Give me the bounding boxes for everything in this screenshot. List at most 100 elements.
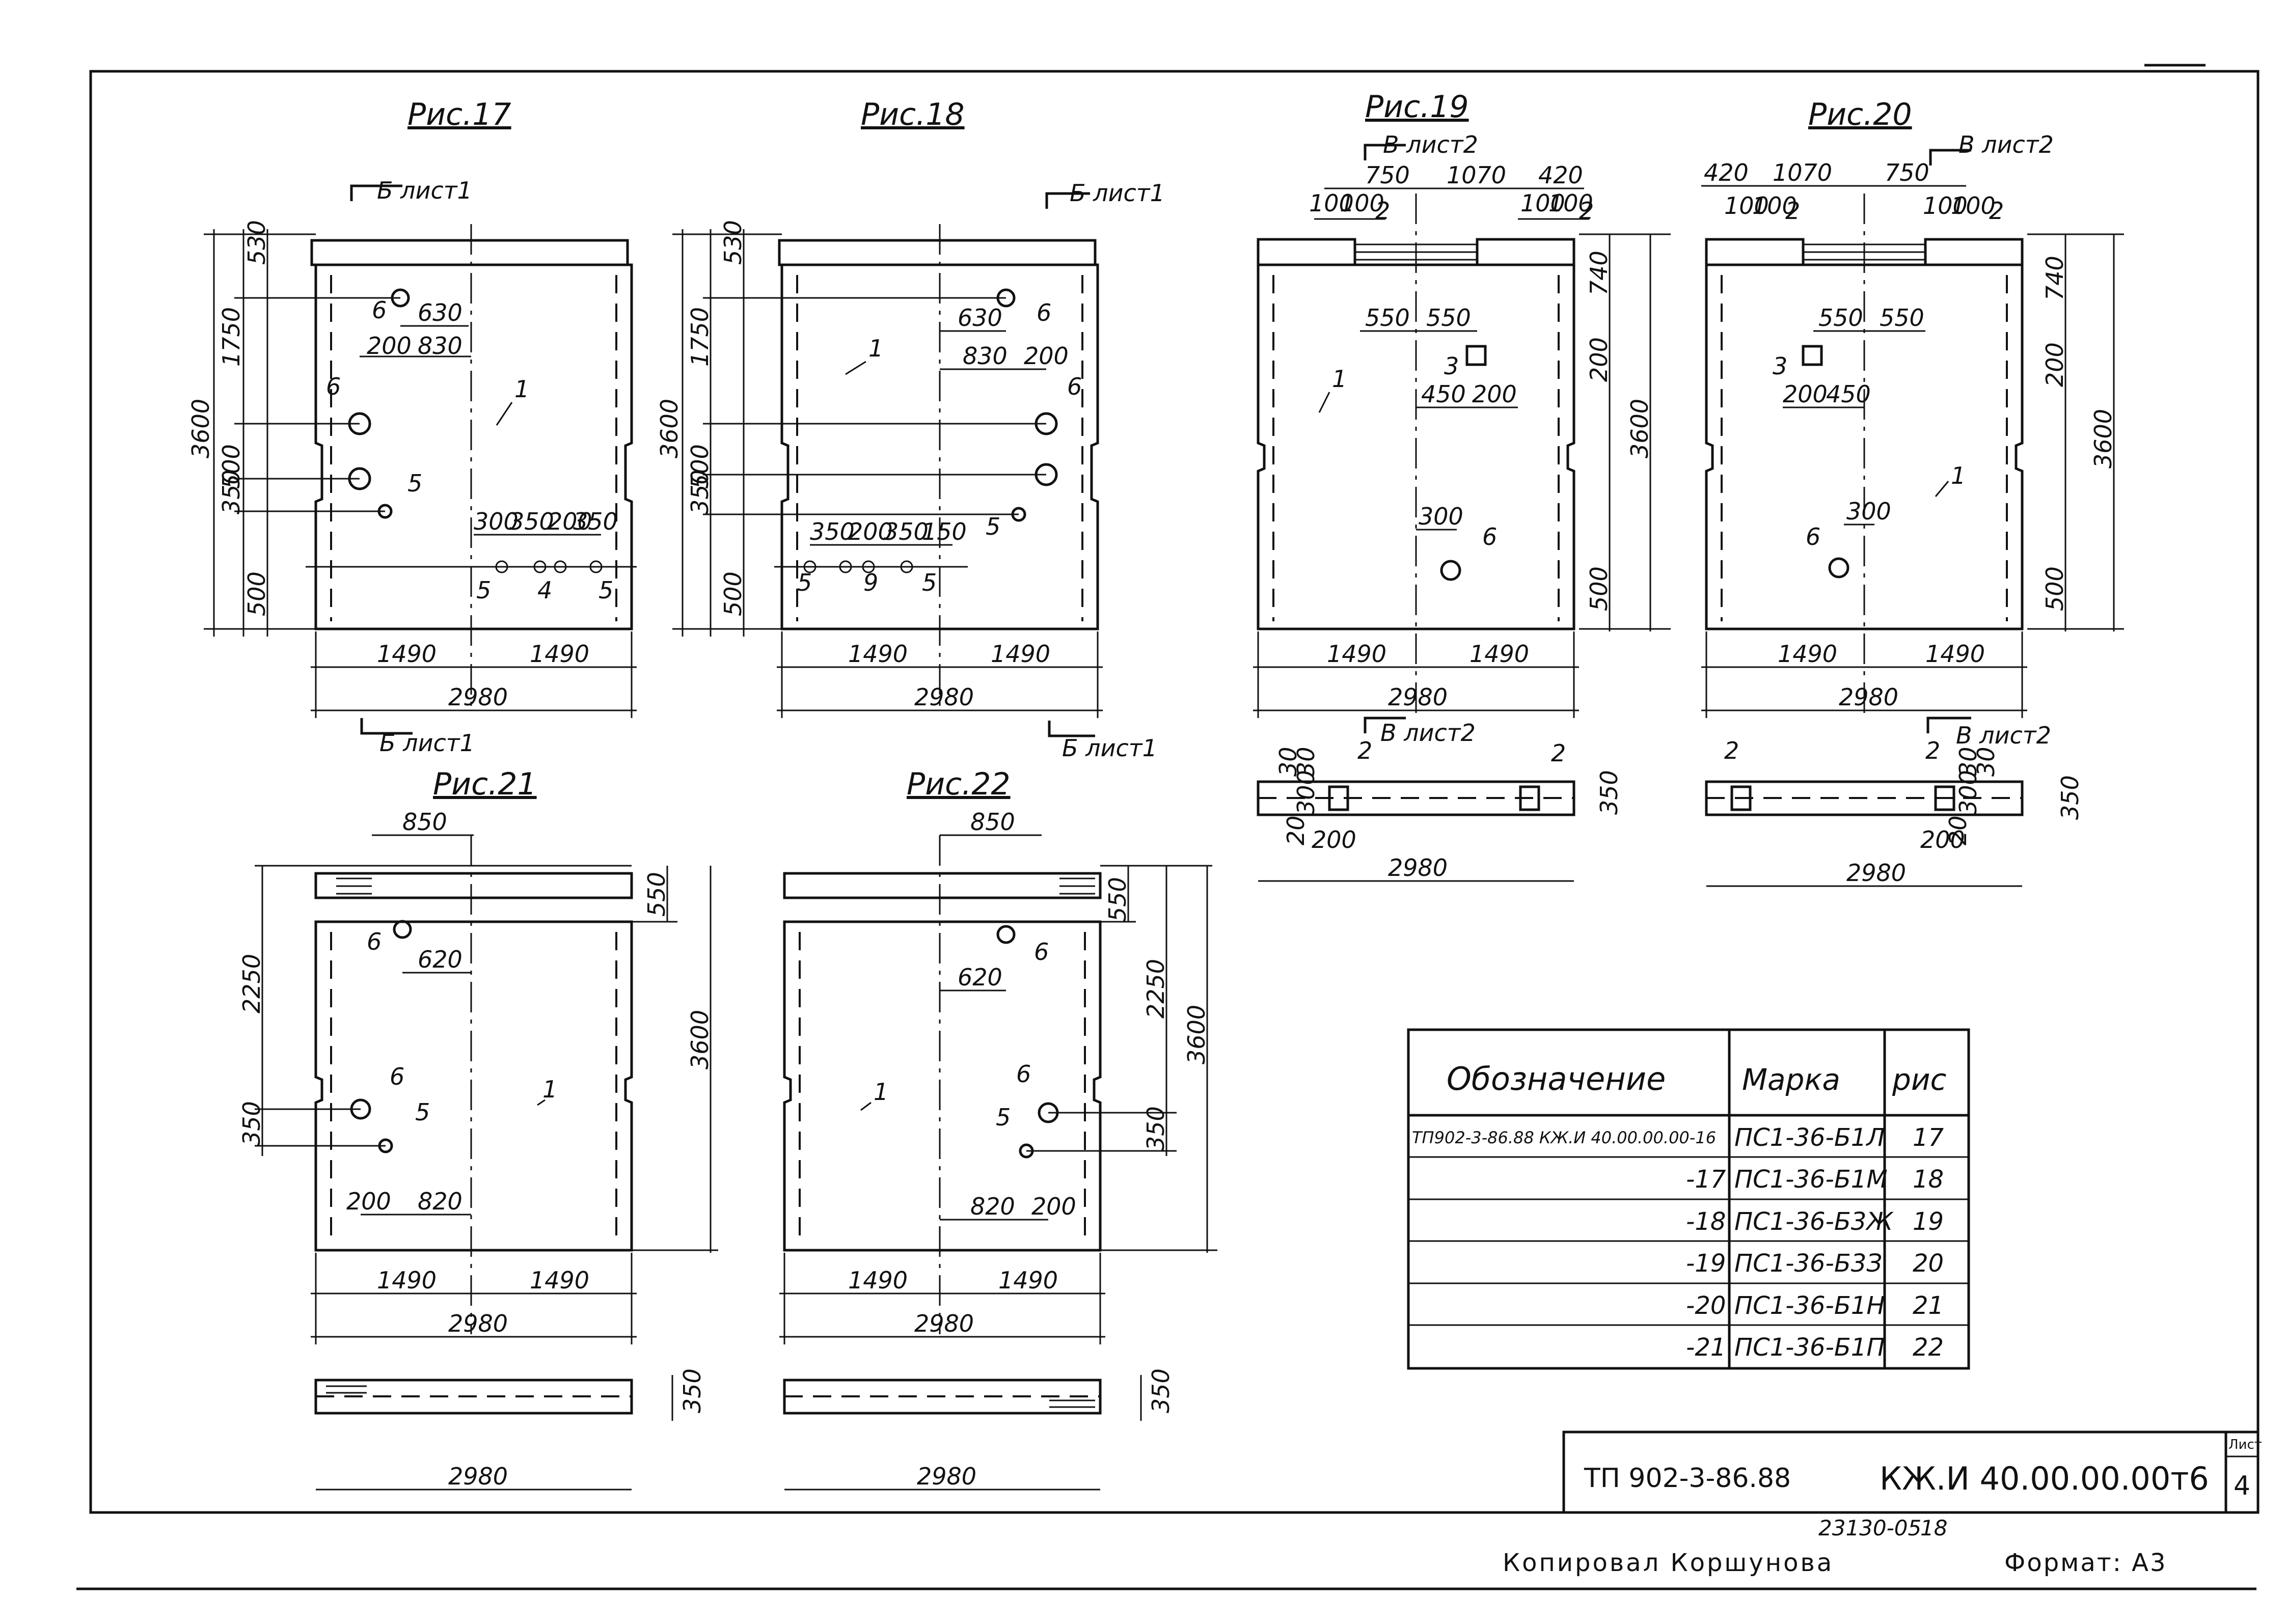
fig18-mark-5a: 5 bbox=[986, 513, 1000, 540]
fig20-dim-750: 750 bbox=[1885, 159, 1929, 186]
fig20-dim-1070: 1070 bbox=[1773, 159, 1832, 186]
fig20-mark-6: 6 bbox=[1806, 523, 1820, 550]
fig20-dim-450: 450 bbox=[1826, 380, 1871, 408]
fig17-dim-350b: 350 bbox=[573, 508, 618, 535]
fig19-dim-30b: 30 bbox=[1292, 747, 1320, 777]
fig17-dim-350: 350 bbox=[217, 470, 245, 514]
fig21-dim-2250: 2250 bbox=[238, 954, 265, 1013]
fig20-mark-2d: 2 bbox=[1925, 737, 1940, 764]
fig18-dim-1750: 1750 bbox=[686, 307, 714, 367]
fig21-dim-350: 350 bbox=[238, 1101, 265, 1146]
table-row-4-mark: ПС1-36-Б3З bbox=[1734, 1249, 1882, 1278]
figure-21-title: Рис.21 bbox=[433, 766, 537, 802]
table-row-3-mark: ПС1-36-Б3Ж bbox=[1734, 1207, 1894, 1236]
table-row-1-mark: ПС1-36-Б1Л bbox=[1734, 1123, 1885, 1152]
fig20-dim-2980p: 2980 bbox=[1846, 859, 1906, 887]
fig19-dim-740: 740 bbox=[1585, 251, 1613, 295]
fig20-dim-3600: 3600 bbox=[2089, 409, 2117, 469]
fig20-mark-2a: 2 bbox=[1785, 197, 1800, 225]
fig22-dim-200: 200 bbox=[1031, 1193, 1076, 1220]
table-row-1-designation: ТП902-3-86.88 КЖ.И 40.00.00.00-16 bbox=[1412, 1128, 1716, 1147]
fig19-dim-30a: 30 bbox=[1274, 747, 1302, 777]
figure-19-section-top: В лист2 bbox=[1383, 131, 1478, 158]
fig18-mark-6a: 6 bbox=[1037, 299, 1051, 326]
figure-17-section-top: Б лист1 bbox=[377, 177, 472, 204]
fig22-mark-6b: 6 bbox=[1016, 1060, 1031, 1088]
fig21-dim-1490b: 1490 bbox=[530, 1267, 589, 1294]
fig18-mark-1: 1 bbox=[868, 335, 883, 362]
figure-17: Рис.17 Б лист1 530 1750 3600 500 350 500 bbox=[187, 97, 637, 757]
fig21-dim-620: 620 bbox=[418, 946, 462, 973]
fig17-dim-350a: 350 bbox=[509, 508, 554, 535]
fig22-dim-850: 850 bbox=[970, 808, 1015, 836]
fig20-dim-420: 420 bbox=[1704, 159, 1749, 186]
table-header-designation: Обозначение bbox=[1447, 1060, 1666, 1097]
fig19-dim-1070: 1070 bbox=[1447, 161, 1506, 189]
footer-inventory-sheet: 18 bbox=[1920, 1516, 1947, 1540]
fig18-dim-1490a: 1490 bbox=[848, 640, 908, 668]
fig17-dim-630: 630 bbox=[418, 299, 462, 326]
fig20-dim-100d: 100 bbox=[1951, 192, 1996, 219]
table-row-5-fig: 21 bbox=[1913, 1291, 1944, 1320]
fig17-mark-6b: 6 bbox=[326, 373, 341, 400]
fig21-dim-550: 550 bbox=[643, 872, 670, 917]
fig18-dim-2980: 2980 bbox=[914, 683, 974, 711]
fig20-dim-200p: 200 bbox=[1920, 826, 1965, 854]
table-row-3-designation: -18 bbox=[1686, 1207, 1726, 1236]
fig18-dim-150: 150 bbox=[922, 518, 967, 545]
fig22-dim-1490a: 1490 bbox=[848, 1267, 908, 1294]
fig18-dim-500a: 500 bbox=[686, 444, 714, 489]
fig18-mark-6b: 6 bbox=[1067, 373, 1082, 400]
fig17-mark-6a: 6 bbox=[372, 296, 387, 324]
fig17-dim-830: 830 bbox=[418, 332, 462, 360]
fig22-mark-5: 5 bbox=[996, 1104, 1011, 1131]
fig22-dim-2980p: 2980 bbox=[917, 1463, 976, 1490]
title-block: ТП 902-3-86.88 КЖ.И 40.00.00.00т6 Лист 4 bbox=[1562, 1430, 2262, 1514]
fig20-dim-100c: 100 bbox=[1923, 192, 1968, 219]
fig21-mark-6a: 6 bbox=[367, 928, 382, 955]
fig18-dim-350a: 350 bbox=[810, 518, 855, 545]
fig17-mark-5c: 5 bbox=[598, 576, 613, 604]
table-row-4-designation: -19 bbox=[1686, 1249, 1726, 1278]
fig20-dim-500: 500 bbox=[2041, 566, 2069, 611]
fig20-dim-100a: 100 bbox=[1724, 192, 1769, 219]
table-row-6-fig: 22 bbox=[1913, 1333, 1944, 1362]
figure-21: Рис.21 850 6 620 1 6 5 200 820 2250 350 … bbox=[238, 766, 718, 1491]
fig19-dim-350p: 350 bbox=[1595, 770, 1623, 815]
fig19-dim-3600: 3600 bbox=[1626, 399, 1653, 458]
fig17-mark-5b: 5 bbox=[476, 576, 491, 604]
figure-19: Рис.19 В лист2 750 1070 420 100 100 100 … bbox=[1253, 89, 1671, 882]
fig19-dim-20: 20 bbox=[1282, 815, 1310, 845]
table-row-6-mark: ПС1-36-Б1П bbox=[1734, 1333, 1885, 1362]
figure-19-section-bottom: В лист2 bbox=[1380, 719, 1476, 747]
fig19-mark-6: 6 bbox=[1482, 523, 1497, 550]
table-row-2-designation: -17 bbox=[1686, 1165, 1726, 1194]
fig20-dim-550b: 550 bbox=[1880, 304, 1924, 332]
fig22-dim-550: 550 bbox=[1104, 877, 1131, 922]
fig21-mark-5: 5 bbox=[415, 1098, 430, 1126]
table-row-4-fig: 20 bbox=[1913, 1249, 1944, 1278]
fig21-mark-6b: 6 bbox=[390, 1063, 404, 1090]
title-block-sheet-number: 4 bbox=[2234, 1471, 2250, 1501]
fig17-dim-500a: 500 bbox=[217, 444, 245, 489]
fig19-dim-420: 420 bbox=[1538, 161, 1583, 189]
footer-inventory: 23130-05 bbox=[1818, 1516, 1921, 1540]
fig21-dim-850: 850 bbox=[402, 808, 447, 836]
fig20-dim-30a: 30 bbox=[1954, 747, 1982, 777]
table-row-5-designation: -20 bbox=[1686, 1291, 1726, 1320]
footer-copied-by: Копировал Коршунова bbox=[1503, 1549, 1834, 1577]
fig19-dim-550b: 550 bbox=[1426, 304, 1471, 332]
fig17-mark-4: 4 bbox=[537, 576, 552, 604]
fig21-dim-820: 820 bbox=[418, 1188, 462, 1215]
fig17-mark-1: 1 bbox=[514, 375, 529, 403]
fig18-dim-350b: 350 bbox=[884, 518, 929, 545]
title-block-sheet-label: Лист bbox=[2228, 1437, 2262, 1452]
fig20-dim-1490a: 1490 bbox=[1778, 640, 1837, 668]
fig20-mark-1: 1 bbox=[1951, 462, 1966, 489]
fig22-dim-350p: 350 bbox=[1147, 1368, 1175, 1413]
fig20-dim-100b: 100 bbox=[1752, 192, 1797, 219]
fig21-mark-1: 1 bbox=[542, 1076, 557, 1103]
fig19-mark-1: 1 bbox=[1332, 365, 1347, 393]
fig20-dim-200: 200 bbox=[1783, 380, 1828, 408]
